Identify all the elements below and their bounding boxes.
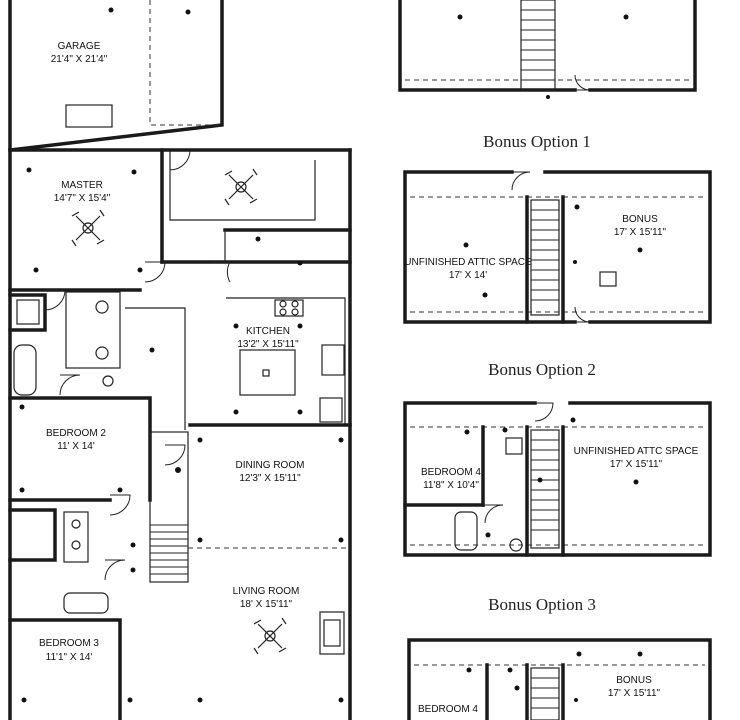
option2-toilet	[509, 538, 523, 552]
living-name: LIVING ROOM	[233, 586, 300, 597]
master-sink-1	[95, 300, 109, 314]
bedroom3-name: BEDROOM 3	[39, 638, 99, 649]
master-sink-2	[95, 346, 109, 360]
option3-bonus-name: BONUS	[616, 675, 652, 686]
main-floor-plan	[8, 0, 352, 720]
refrigerator	[319, 397, 343, 423]
fireplace	[319, 611, 345, 655]
option2-attic-name: UNFINISHED ATTC SPACE	[574, 446, 699, 457]
option1-attic-name: UNFINISHED ATTIC SPACE	[404, 257, 532, 268]
option2-closet-box	[505, 437, 523, 455]
master-toilet	[102, 375, 114, 387]
bonus-option-3-plan	[407, 638, 712, 720]
ceiling-fan-living-icon	[253, 617, 287, 655]
shower-stall	[16, 299, 40, 325]
option2-attic-dims: 17' X 15'11"	[610, 459, 663, 470]
master-bathtub	[13, 344, 37, 396]
option1-bonus-name: BONUS	[622, 214, 658, 225]
option1-staircase	[530, 199, 560, 316]
option2-bedroom4-name: BEDROOM 4	[421, 467, 481, 478]
bonus-option-2-plan	[403, 401, 712, 557]
garage-name: GARAGE	[58, 41, 101, 52]
bedroom3-dims: 11'1" X 14'	[46, 652, 93, 663]
upper-staircase	[520, 0, 556, 91]
option2-staircase	[530, 429, 560, 549]
master-name: MASTER	[61, 180, 103, 191]
garage-attic-access	[65, 104, 113, 128]
kitchen-dims: 13'2" X 15'11"	[237, 339, 299, 350]
option1-bonus-dims: 17' X 15'11"	[614, 227, 667, 238]
upper-partial-plan	[398, 0, 697, 99]
living-dims: 18' X 15'11"	[240, 599, 293, 610]
bedroom2-name: BEDROOM 2	[46, 428, 106, 439]
option3-staircase	[530, 667, 560, 720]
ceiling-fan-master-icon	[71, 209, 105, 247]
dining-name: DINING ROOM	[236, 460, 305, 471]
bonus-option-1-plan	[403, 170, 712, 324]
main-staircase	[149, 431, 189, 583]
kitchen-sink	[321, 344, 345, 376]
hall-bathtub	[63, 592, 109, 614]
hall-bath-vanity	[63, 511, 89, 563]
main-floor-labels: GARAGE 21'4" X 21'4" MASTER 14'7" X 15'4…	[39, 41, 304, 663]
option1-attic-dims: 17' X 14'	[449, 270, 487, 281]
kitchen-name: KITCHEN	[246, 326, 290, 337]
bonus-option-1-heading: Bonus Option 1	[483, 132, 591, 151]
option2-bathtub	[454, 511, 478, 551]
bonus-option-3-heading: Bonus Option 3	[488, 595, 596, 614]
bonus-option-2-heading: Bonus Option 2	[488, 360, 596, 379]
option3-bedroom4-name: BEDROOM 4	[418, 704, 478, 715]
option2-bedroom4-dims: 11'8" X 10'4"	[423, 480, 479, 491]
option3-bonus-dims: 17' X 15'11"	[608, 688, 661, 699]
range-cooktop	[274, 299, 304, 317]
dining-dims: 12'3" X 15'11"	[239, 473, 301, 484]
kitchen-island	[239, 349, 296, 396]
garage-dims: 21'4" X 21'4"	[51, 54, 108, 65]
master-dims: 14'7" X 15'4"	[54, 193, 111, 204]
option1-attic-access	[599, 271, 617, 287]
ceiling-fan-porch-icon	[224, 168, 258, 206]
bedroom2-dims: 11' X 14'	[57, 441, 95, 452]
